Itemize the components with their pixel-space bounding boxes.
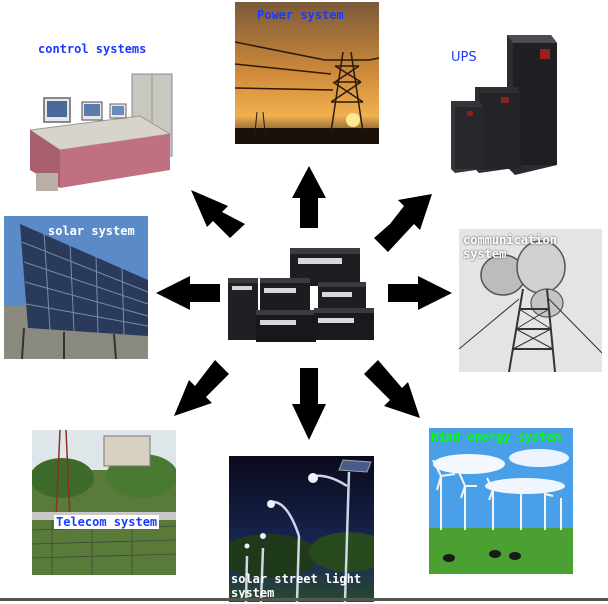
- wind-energy-image: [429, 428, 573, 574]
- solar-system-image: [4, 216, 148, 359]
- telecom-system-panel: Telecom system: [32, 430, 176, 575]
- ups-panel: UPS: [445, 35, 570, 175]
- solar-street-light-image: [229, 456, 374, 602]
- arrow-up-left: [191, 190, 245, 238]
- solar-street-light-label: solar street light system: [231, 572, 362, 600]
- control-systems-label: control systems: [38, 42, 147, 56]
- wind-energy-panel: Wind energy system: [429, 428, 573, 574]
- bottom-divider: [0, 598, 608, 601]
- arrow-left: [156, 276, 220, 310]
- solar-street-light-panel: solar street light system: [229, 456, 374, 602]
- wind-energy-label: Wind energy system: [431, 430, 562, 444]
- solar-system-label: solar system: [48, 224, 135, 238]
- communication-system-panel: communication system: [459, 229, 602, 372]
- arrow-up: [292, 166, 326, 228]
- battery-cluster-image: [222, 246, 382, 346]
- arrow-down-left: [174, 360, 229, 416]
- telecom-system-label: Telecom system: [54, 515, 160, 529]
- arrow-down-right: [364, 360, 420, 418]
- battery-front: [256, 310, 316, 342]
- control-systems-panel: control systems: [30, 38, 180, 193]
- telecom-system-image: [32, 430, 176, 575]
- arrow-right: [388, 276, 452, 310]
- battery-left-tall: [228, 278, 258, 340]
- power-system-panel: Power system: [235, 2, 379, 144]
- power-system-image: [235, 2, 379, 144]
- arrow-up-right: [374, 194, 432, 252]
- communication-system-label: communication system: [463, 233, 557, 261]
- control-systems-image: [30, 38, 180, 193]
- power-system-label: Power system: [257, 8, 344, 22]
- arrow-down: [292, 368, 326, 440]
- battery-cluster: [222, 246, 382, 346]
- communication-system-image: [459, 229, 602, 372]
- battery-front-right: [314, 308, 374, 340]
- solar-system-panel: solar system: [4, 216, 148, 359]
- ups-label: UPS: [451, 50, 477, 65]
- ups-image: [445, 35, 570, 175]
